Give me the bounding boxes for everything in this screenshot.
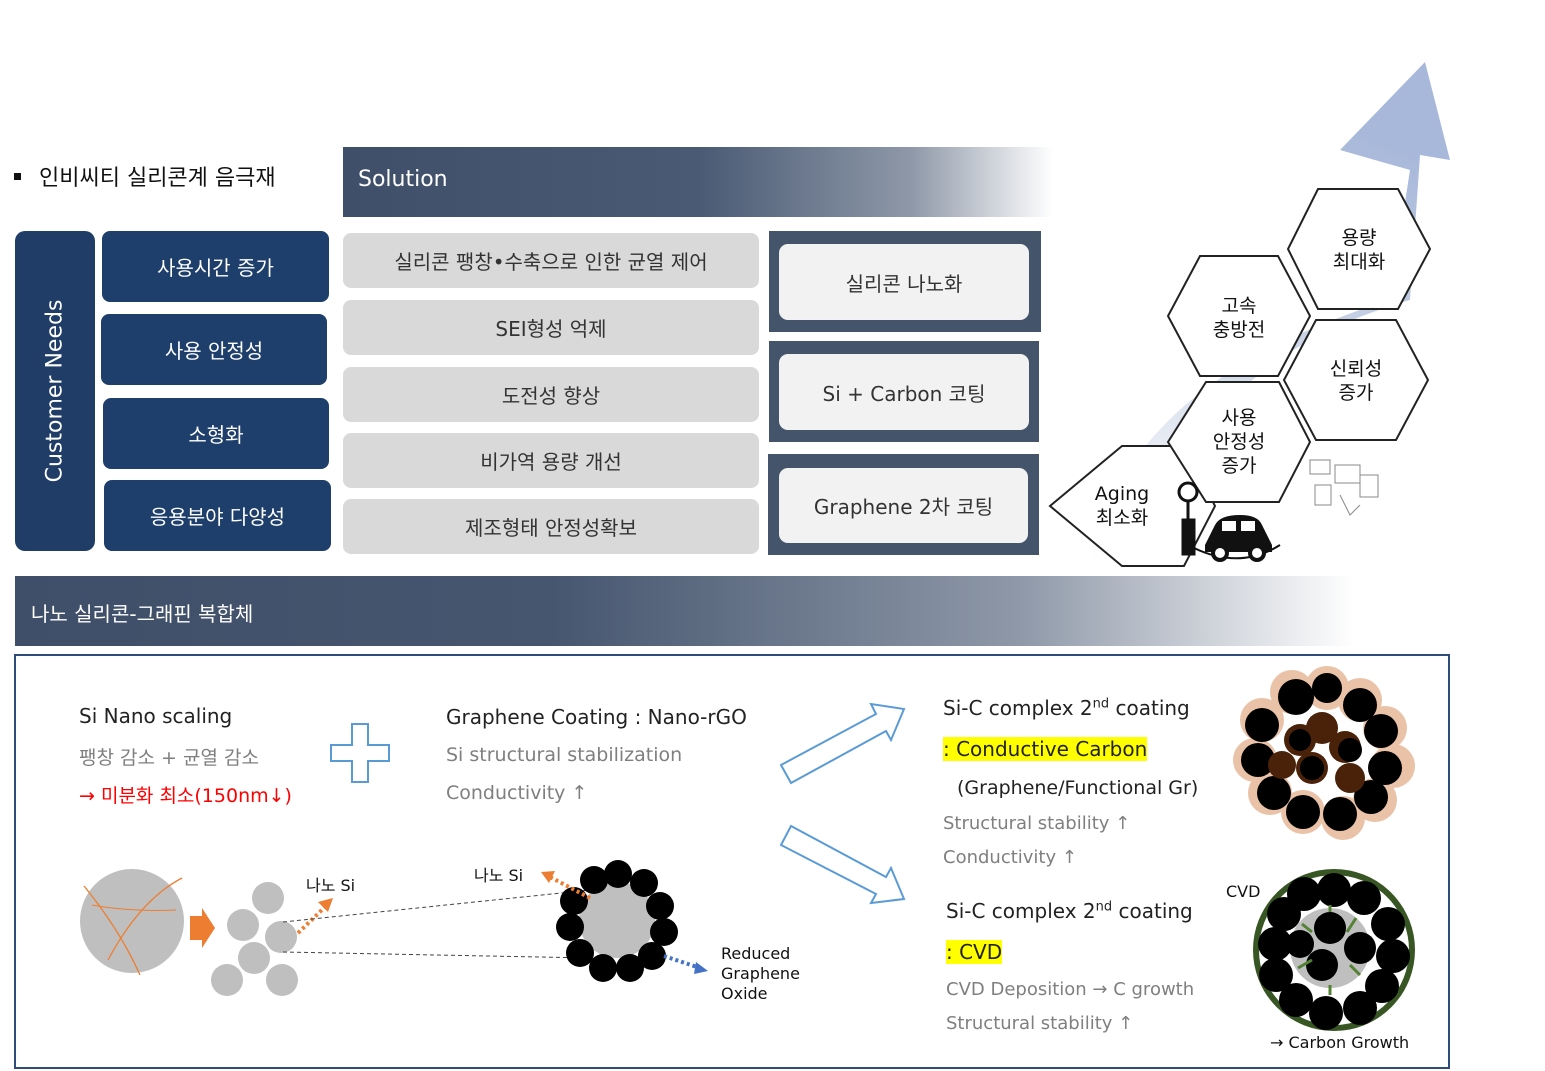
approach-frame: 실리콘 나노화 [769, 231, 1041, 332]
graphene-coating-line1: Si structural stabilization [446, 744, 683, 766]
complex2-title-a: Si-C complex 2 [946, 899, 1096, 923]
complex1-title-a: Si-C complex 2 [943, 696, 1093, 720]
graphene-coating-line2: Conductivity ↑ [446, 782, 588, 804]
rgo-label-1: Reduced [721, 944, 791, 963]
rgo-label-3: Oxide [721, 984, 768, 1003]
complex1-line3: Conductivity ↑ [943, 847, 1077, 868]
orange-dotted-arrow [296, 904, 328, 935]
nano-si-particles [211, 882, 298, 996]
cvd-particle [1253, 869, 1415, 1031]
page-title-text: 인비씨티 실리콘계 음극재 [39, 166, 276, 191]
complex1-title-b: coating [1109, 696, 1190, 720]
rgo-label-2: Graphene [721, 964, 800, 983]
hex-label-capacity: 용량 최대화 [1332, 227, 1386, 273]
approach-frame: Si + Carbon 코팅 [769, 341, 1039, 442]
need-item: 소형화 [103, 398, 329, 469]
hex-label-reliability: 신뢰성 증가 [1329, 358, 1383, 404]
approach-item: 실리콘 나노화 [779, 244, 1029, 320]
complex2-title-sup: nd [1095, 899, 1113, 915]
nano-section-title: 나노 실리콘-그래핀 복합체 [31, 602, 254, 626]
complex1-title: Si-C complex 2nd coating [943, 696, 1190, 720]
guide-line [282, 889, 591, 923]
hex-label-safety: 사용 안정성 증가 [1212, 407, 1266, 477]
complex2-highlight: : CVD [946, 940, 1003, 964]
nano-si-label-2: 나노 Si [474, 866, 524, 885]
crack-line [107, 877, 183, 961]
customer-needs-panel: Customer Needs [15, 231, 95, 551]
need-item: 사용 안정성 [101, 314, 327, 385]
blue-dotted-arrow [663, 954, 701, 970]
carbon-growth-label: → Carbon Growth [1270, 1033, 1410, 1052]
hex-label-aging: Aging 최소화 [1094, 483, 1150, 529]
orange-arrow-icon [190, 908, 215, 948]
composite-panel [14, 654, 1450, 1069]
complex2-title-b: coating [1112, 899, 1193, 923]
graphene-coating-title: Graphene Coating : Nano-rGO [446, 705, 747, 729]
orange-dotted-arrow [549, 875, 591, 900]
complex2-title: Si-C complex 2nd coating [946, 899, 1193, 923]
solution-item: SEI형성 억제 [343, 300, 759, 355]
bullet-icon [14, 172, 21, 180]
si-nano-title: Si Nano scaling [79, 704, 233, 728]
complex2-line2: Structural stability ↑ [946, 1013, 1134, 1034]
complex1-line2: Structural stability ↑ [943, 813, 1131, 834]
arrowhead-icon [541, 871, 555, 883]
hexagon-fast [1166, 255, 1312, 377]
hexagon-reliability [1282, 319, 1430, 441]
arrow-down-right-icon [779, 824, 906, 905]
crack-line [91, 904, 177, 911]
crack-line [83, 885, 141, 976]
arrowhead-icon [318, 898, 333, 912]
nano-si-label-1: 나노 Si [306, 876, 356, 895]
complex2-line1: CVD Deposition → C growth [946, 979, 1195, 1000]
hexagon-safety [1166, 381, 1312, 503]
complex1-title-sup: nd [1092, 696, 1110, 712]
car-icon [1205, 515, 1272, 562]
hexagon-capacity [1286, 188, 1432, 310]
arrowhead-icon [694, 962, 708, 974]
approach-item: Si + Carbon 코팅 [779, 354, 1029, 430]
plus-icon [330, 723, 390, 783]
conductive-carbon-particle [1233, 666, 1415, 840]
page-title: 인비씨티 실리콘계 음극재 [14, 160, 276, 192]
approach-frame: Graphene 2차 코팅 [768, 454, 1039, 555]
device-sketch-icon [1309, 459, 1379, 516]
solution-header-band: Solution [343, 147, 1053, 217]
hex-label-fast: 고속 충방전 [1212, 295, 1266, 341]
guide-line [282, 951, 591, 959]
nano-section-band: 나노 실리콘-그래핀 복합체 [15, 576, 1355, 646]
rgo-shell [556, 860, 678, 982]
arrow-up-right-icon [779, 702, 906, 785]
solution-item: 실리콘 팽창•수축으로 인한 균열 제어 [343, 233, 759, 288]
complex1-highlight: : Conductive Carbon [943, 737, 1148, 761]
solution-item: 도전성 향상 [343, 367, 759, 422]
solution-item: 제조형태 안정성확보 [343, 499, 759, 554]
coated-si-core [579, 882, 655, 958]
solution-header: Solution [358, 167, 448, 192]
complex1-line1: (Graphene/Functional Gr) [957, 777, 1199, 799]
si-nano-line1: 팽창 감소 + 균열 감소 [79, 747, 259, 769]
need-item: 응용분야 다양성 [104, 480, 331, 551]
cvd-label: CVD [1226, 882, 1261, 901]
need-item: 사용시간 증가 [102, 231, 329, 302]
si-nano-line2: → 미분화 최소(150nm↓) [79, 785, 292, 807]
approach-item: Graphene 2차 코팅 [779, 468, 1028, 543]
solution-item: 비가역 용량 개선 [343, 433, 759, 488]
